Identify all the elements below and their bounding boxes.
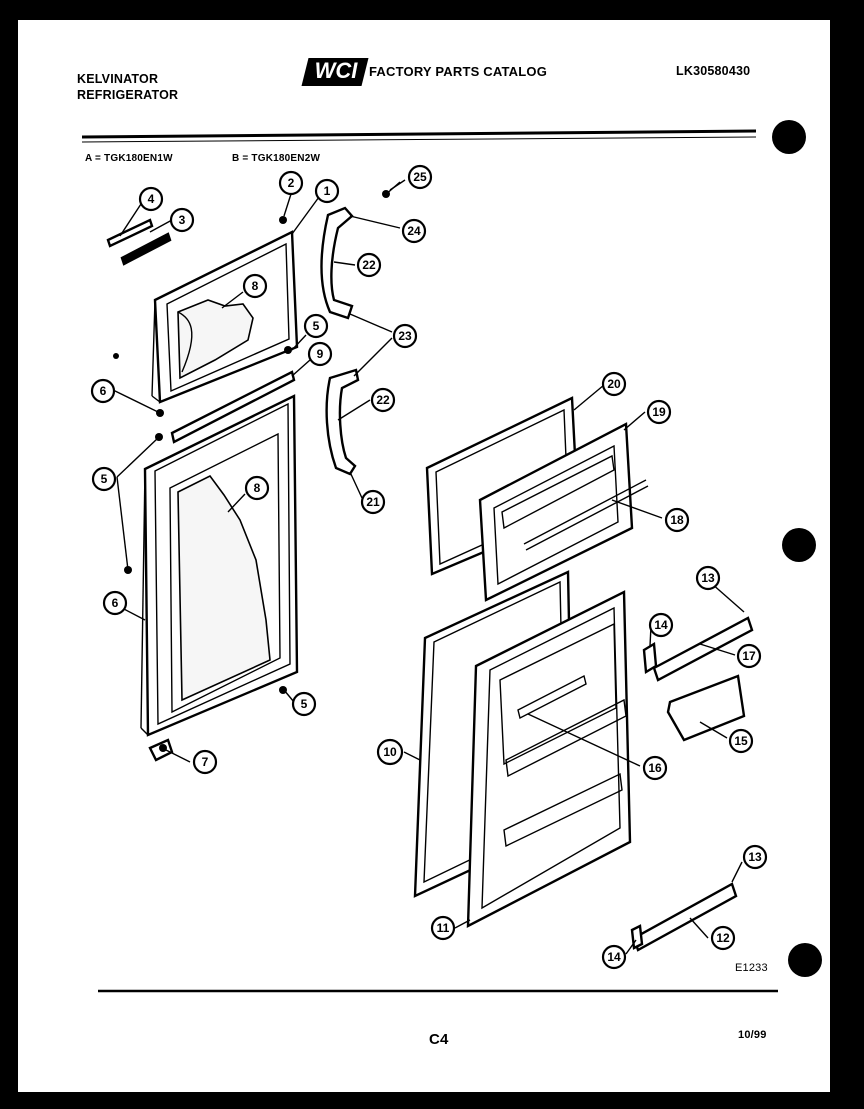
door-handles	[320, 206, 360, 476]
svg-text:22: 22	[376, 393, 390, 407]
catalog-title: FACTORY PARTS CATALOG	[369, 64, 548, 79]
brand-line-1: KELVINATOR	[77, 72, 159, 86]
revision-date: 10/99	[738, 1029, 767, 1041]
callout-14b: 14	[601, 944, 627, 970]
binder-hole-middle	[782, 528, 816, 562]
callout-4: 4	[138, 186, 164, 212]
callout-25: 25	[407, 164, 433, 190]
callout-24: 24	[401, 218, 427, 244]
model-a-label: A = TGK180EN1W	[85, 153, 173, 164]
svg-text:16: 16	[648, 761, 662, 775]
header-rule	[81, 129, 757, 139]
fresh-food-door-assembly	[140, 394, 299, 737]
door-shelves	[630, 616, 754, 952]
dairy-compartment	[666, 674, 746, 742]
model-b-label: B = TGK180EN2W	[232, 153, 321, 164]
callout-11: 11	[430, 915, 456, 941]
svg-text:12: 12	[716, 931, 730, 945]
callout-13b: 13	[742, 844, 768, 870]
callout-22a: 22	[356, 252, 382, 278]
callout-6b: 6	[102, 590, 128, 616]
callout-22b: 22	[370, 387, 396, 413]
page-number: C4	[429, 1031, 449, 1048]
callout-2: 2	[278, 170, 304, 196]
callout-13a: 13	[695, 565, 721, 591]
svg-text:11: 11	[437, 921, 450, 935]
callout-8b: 8	[244, 475, 270, 501]
freezer-inner-door	[425, 396, 649, 602]
svg-text:1: 1	[324, 184, 331, 198]
svg-text:19: 19	[652, 405, 666, 419]
trim-strips	[106, 218, 172, 266]
svg-text:3: 3	[179, 213, 186, 227]
svg-text:14: 14	[607, 950, 621, 964]
svg-text:24: 24	[407, 224, 421, 238]
svg-text:14: 14	[654, 618, 668, 632]
svg-text:6: 6	[100, 384, 107, 398]
leader-lines	[110, 181, 745, 955]
svg-text:17: 17	[742, 649, 756, 663]
callout-20: 20	[601, 371, 627, 397]
svg-text:6: 6	[112, 596, 119, 610]
drawing-id: E1233	[735, 962, 768, 974]
callout-5c: 5	[291, 691, 317, 717]
callout-6a: 6	[90, 378, 116, 404]
svg-text:20: 20	[607, 377, 621, 391]
svg-text:5: 5	[313, 319, 320, 333]
svg-text:4: 4	[148, 192, 155, 206]
binder-hole-top	[772, 120, 806, 154]
svg-text:23: 23	[398, 329, 412, 343]
callout-23: 23	[392, 323, 418, 349]
divider-bar	[170, 370, 296, 444]
callout-19: 19	[646, 399, 672, 425]
svg-text:10: 10	[383, 745, 397, 759]
svg-text:21: 21	[366, 495, 380, 509]
callout-10: 10	[376, 738, 404, 766]
catalog-number: LK30580430	[676, 64, 751, 78]
svg-text:8: 8	[252, 279, 259, 293]
callout-21: 21	[360, 489, 386, 515]
svg-text:7: 7	[202, 755, 209, 769]
callout-15: 15	[728, 728, 754, 754]
svg-text:5: 5	[301, 697, 308, 711]
callout-14a: 14	[648, 612, 674, 638]
svg-text:22: 22	[362, 258, 376, 272]
svg-text:8: 8	[254, 481, 261, 495]
callout-7: 7	[192, 749, 218, 775]
fresh-food-inner-door	[413, 570, 632, 929]
svg-text:5: 5	[101, 472, 108, 486]
callout-17: 17	[736, 643, 762, 669]
callout-9: 9	[307, 341, 333, 367]
callout-12: 12	[710, 925, 736, 951]
svg-text:13: 13	[748, 850, 762, 864]
callout-8a: 8	[242, 273, 268, 299]
callout-16: 16	[642, 755, 668, 781]
callouts: 1 2 3 4 5 5 5 5 6 6 7 8 8 9 10 11 12 13 …	[90, 164, 768, 970]
callout-1: 1	[314, 178, 340, 204]
bottom-hinge	[148, 738, 174, 762]
brand-line-2: REFRIGERATOR	[77, 88, 179, 102]
callout-18: 18	[664, 507, 690, 533]
svg-text:2: 2	[288, 176, 295, 190]
binder-hole-bottom	[788, 943, 822, 977]
callout-5a: 5	[303, 313, 329, 339]
freezer-door-assembly	[151, 230, 299, 404]
callout-3: 3	[169, 207, 195, 233]
callout-5b: 5	[91, 466, 117, 492]
svg-text:13: 13	[701, 571, 715, 585]
svg-text:18: 18	[670, 513, 684, 527]
svg-text:15: 15	[734, 734, 748, 748]
svg-text:9: 9	[317, 347, 324, 361]
svg-text:25: 25	[413, 170, 427, 184]
